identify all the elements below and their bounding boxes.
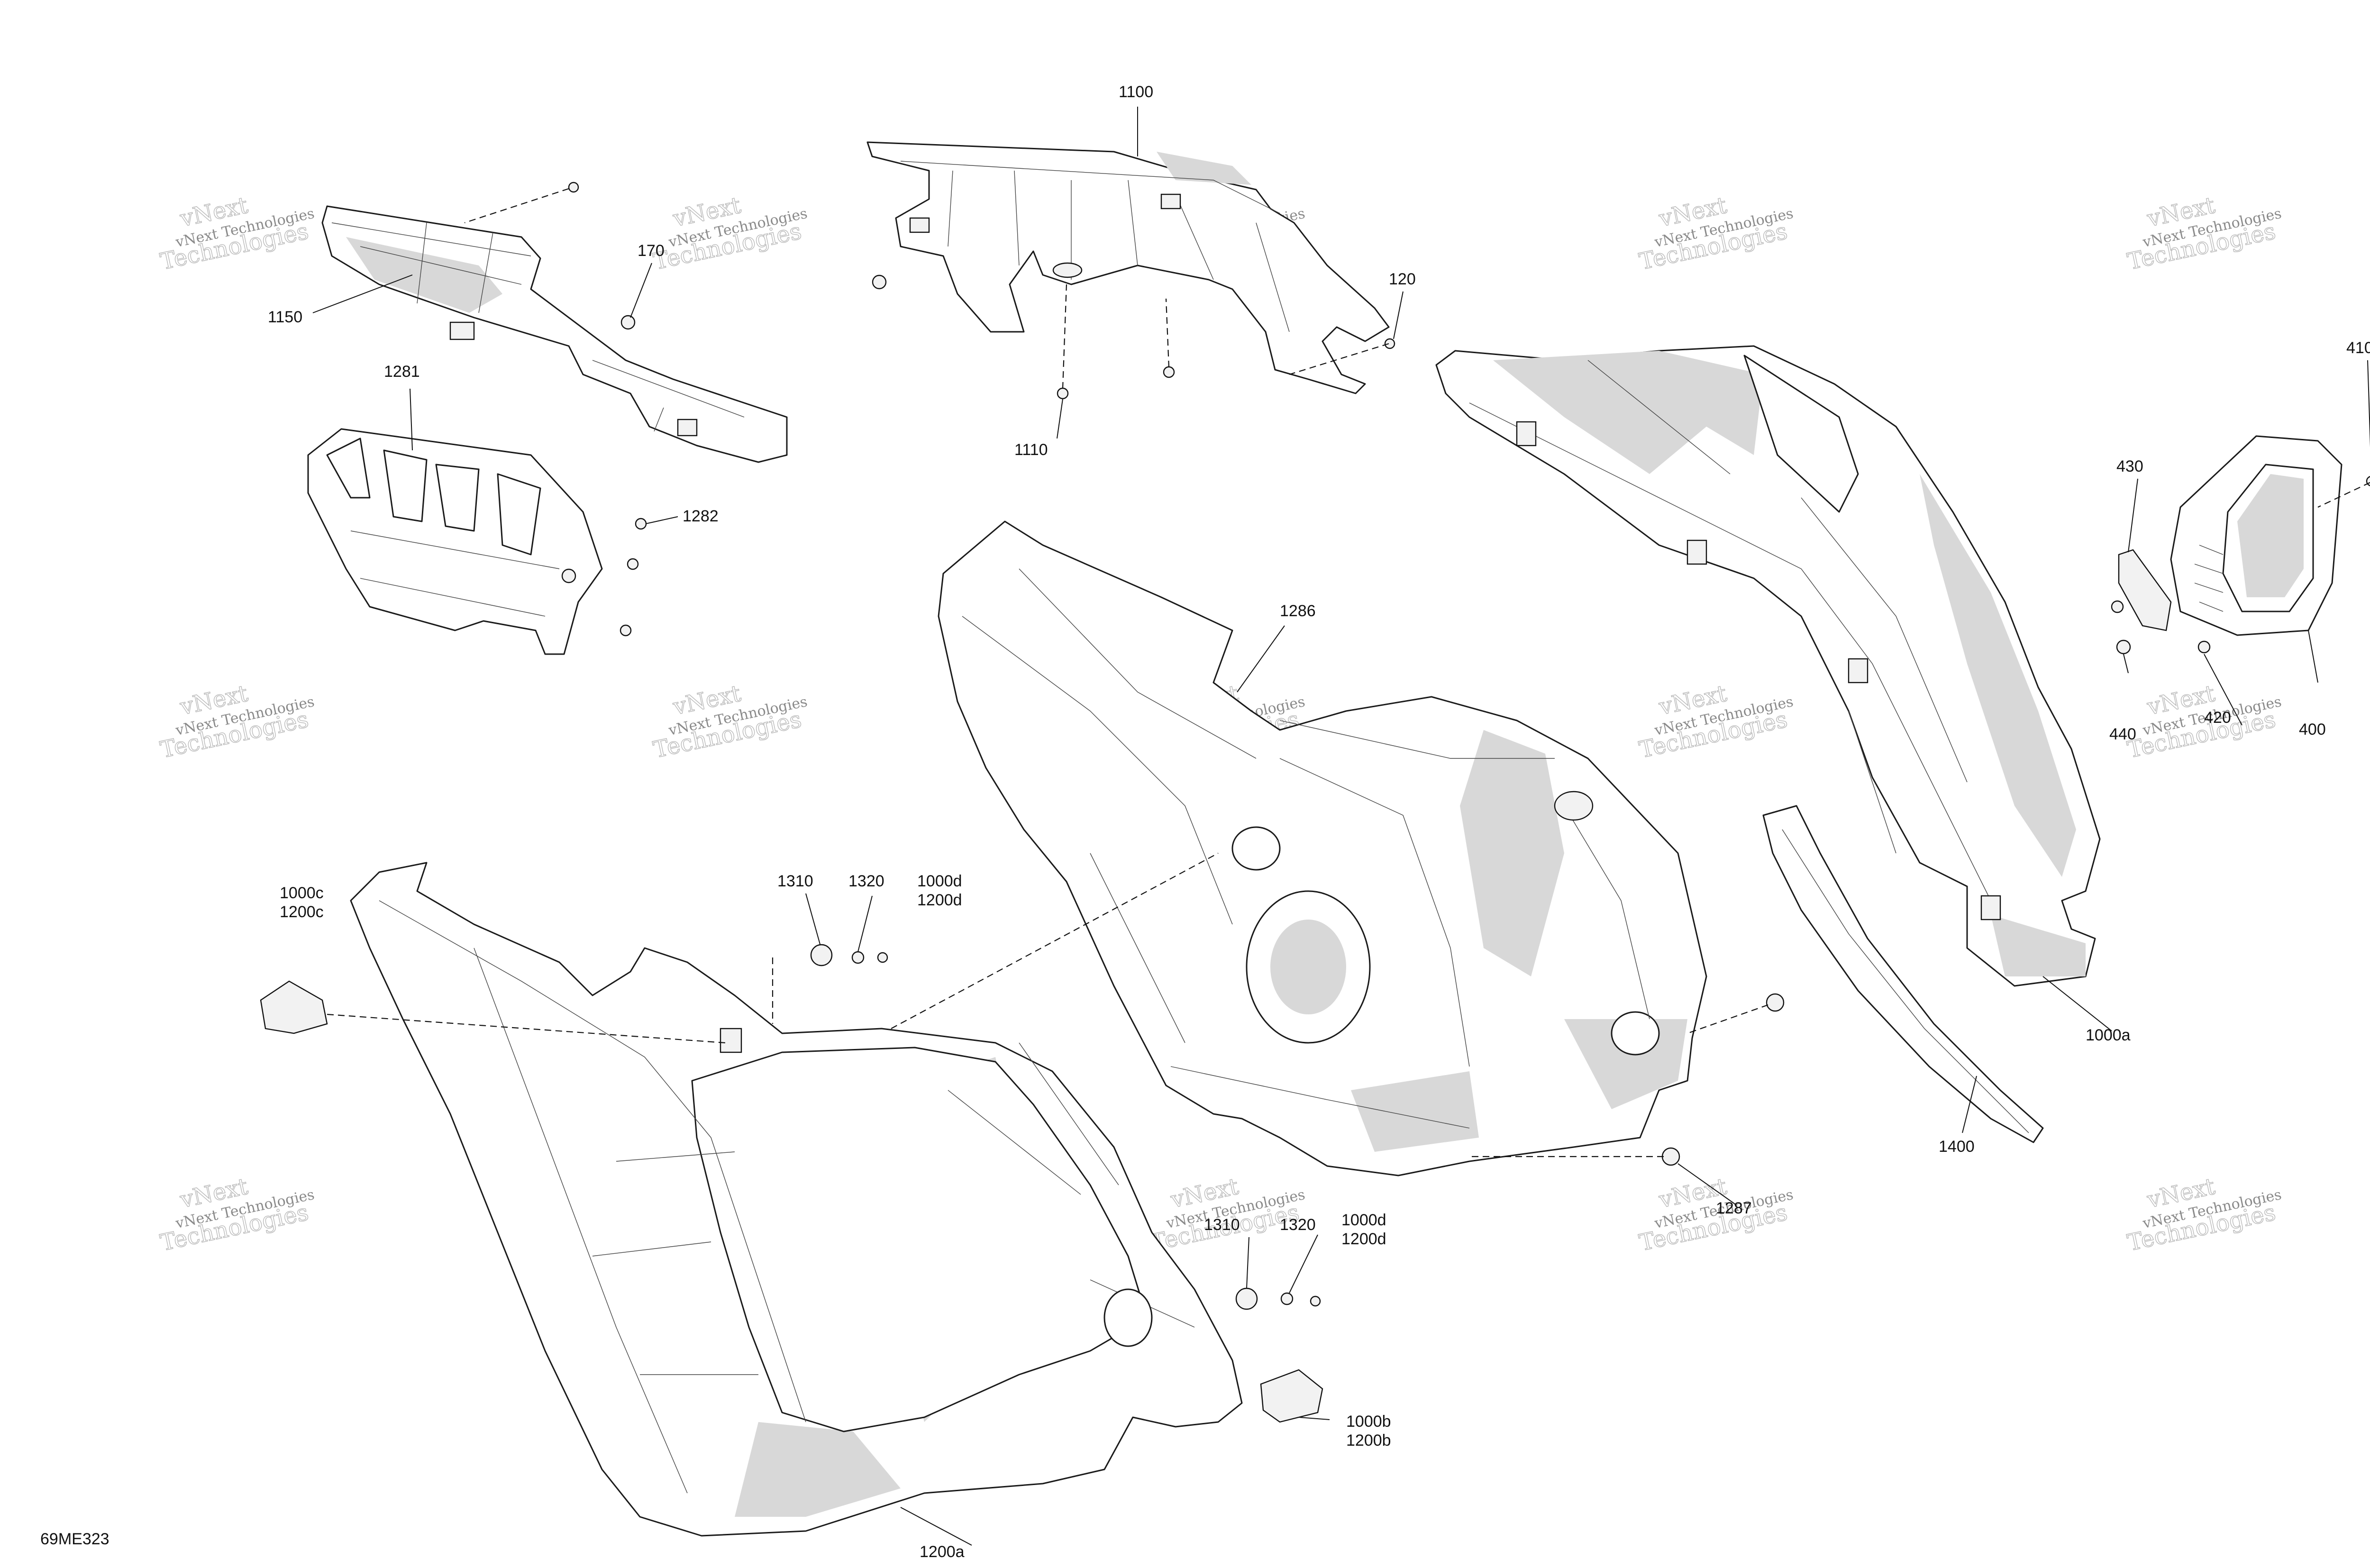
watermark: vNext vNext Technologies Technologies [2125,1173,2283,1257]
watermark: vNext vNext Technologies Technologies [158,1173,316,1257]
grommet-icon [1235,1287,1258,1310]
screw-icon [1384,338,1395,349]
callout-440: 440 [2109,725,2136,743]
callout-170: 170 [638,242,665,260]
washer-icon [1280,1292,1294,1305]
nut-icon [2116,639,2131,655]
drawing-code: 69ME323 [40,1530,109,1548]
screw-icon [1057,387,1069,400]
callout-410: 410 [2346,339,2370,357]
part-1150-bracket [321,205,788,463]
callout-1000c: 1000c [280,884,324,902]
callout-1000d-top: 1000d [917,872,962,890]
callout-430: 430 [2116,457,2143,475]
watermark: vNext vNext Technologies Technologies [1637,191,1795,275]
callout-1287: 1287 [1716,1199,1752,1217]
callout-1286: 1286 [1280,602,1316,620]
callout-1000d-bottom: 1000d [1341,1211,1386,1229]
part-1100-bracket [866,141,1390,394]
watermark: vNext vNext Technologies Technologies [1637,680,1795,764]
washer-icon [851,951,865,964]
callout-1150: 1150 [268,308,302,326]
callout-1320-top: 1320 [848,872,884,890]
callout-1200a: 1200a [920,1543,965,1561]
callout-1310-bottom: 1310 [1204,1216,1240,1234]
clip-icon [2197,640,2211,654]
part-400-storage-bin [2170,435,2343,636]
callout-1400: 1400 [1939,1138,1975,1156]
screw-icon [620,624,632,637]
part-1281-bezel [307,428,603,655]
nut-icon [872,274,887,290]
part-1000a-right-panel [1435,345,2101,987]
watermark: vNext vNext Technologies Technologies [1637,1173,1795,1257]
callout-1000b: 1000b [1346,1413,1391,1431]
callout-1100: 1100 [1119,83,1153,101]
callout-1110: 1110 [1014,441,1048,459]
callout-1200d-bottom: 1200d [1341,1230,1386,1248]
screw-icon [627,558,639,570]
leader-lines [312,107,2370,1546]
nut-icon [620,315,636,330]
side-light-icon [1260,1369,1323,1423]
screw-icon [1310,1295,1321,1307]
callout-labels: 1100 1150 170 120 1110 1281 1282 1286 41… [40,83,2370,1561]
callout-1000a: 1000a [2086,1026,2131,1044]
latch-plate-icon [2118,549,2172,631]
screw-icon [568,182,579,193]
part-1400-trim-strip [1762,805,2044,1143]
callout-420: 420 [2204,709,2231,727]
grommet-icon [810,944,833,966]
washer-icon [1661,1147,1680,1166]
callout-1200c: 1200c [280,903,324,921]
callout-1200b: 1200b [1346,1431,1391,1449]
hardware-items [260,182,2370,1423]
side-light-icon [260,980,328,1034]
callout-120: 120 [1389,270,1416,288]
callout-1200d-top: 1200d [917,891,962,909]
watermark: vNext vNext Technologies Technologies [158,191,316,275]
watermark: vNext vNext Technologies Technologies [651,680,809,764]
watermark: vNext vNext Technologies Technologies [2125,191,2283,275]
watermark: vNext vNext Technologies Technologies [1149,1173,1307,1257]
watermark: vNext vNext Technologies Technologies [2125,680,2283,764]
callout-1310-top: 1310 [777,872,813,890]
part-1200a-left-panel [350,862,1243,1537]
screw-icon [877,952,888,963]
washer-icon [1766,993,1785,1012]
watermark: vNext vNext Technologies Technologies [651,191,809,275]
screw-icon [1163,366,1175,378]
callout-1282: 1282 [683,507,719,525]
part-1286-dash-panel [938,520,1707,1176]
callout-1281: 1281 [384,363,420,381]
nut-icon [2111,600,2124,613]
callout-400: 400 [2299,720,2326,738]
screw-icon [635,518,647,530]
assembly-lines [327,188,2370,1158]
callout-1320-bottom: 1320 [1280,1216,1316,1234]
watermark: vNext vNext Technologies Technologies [158,680,316,764]
